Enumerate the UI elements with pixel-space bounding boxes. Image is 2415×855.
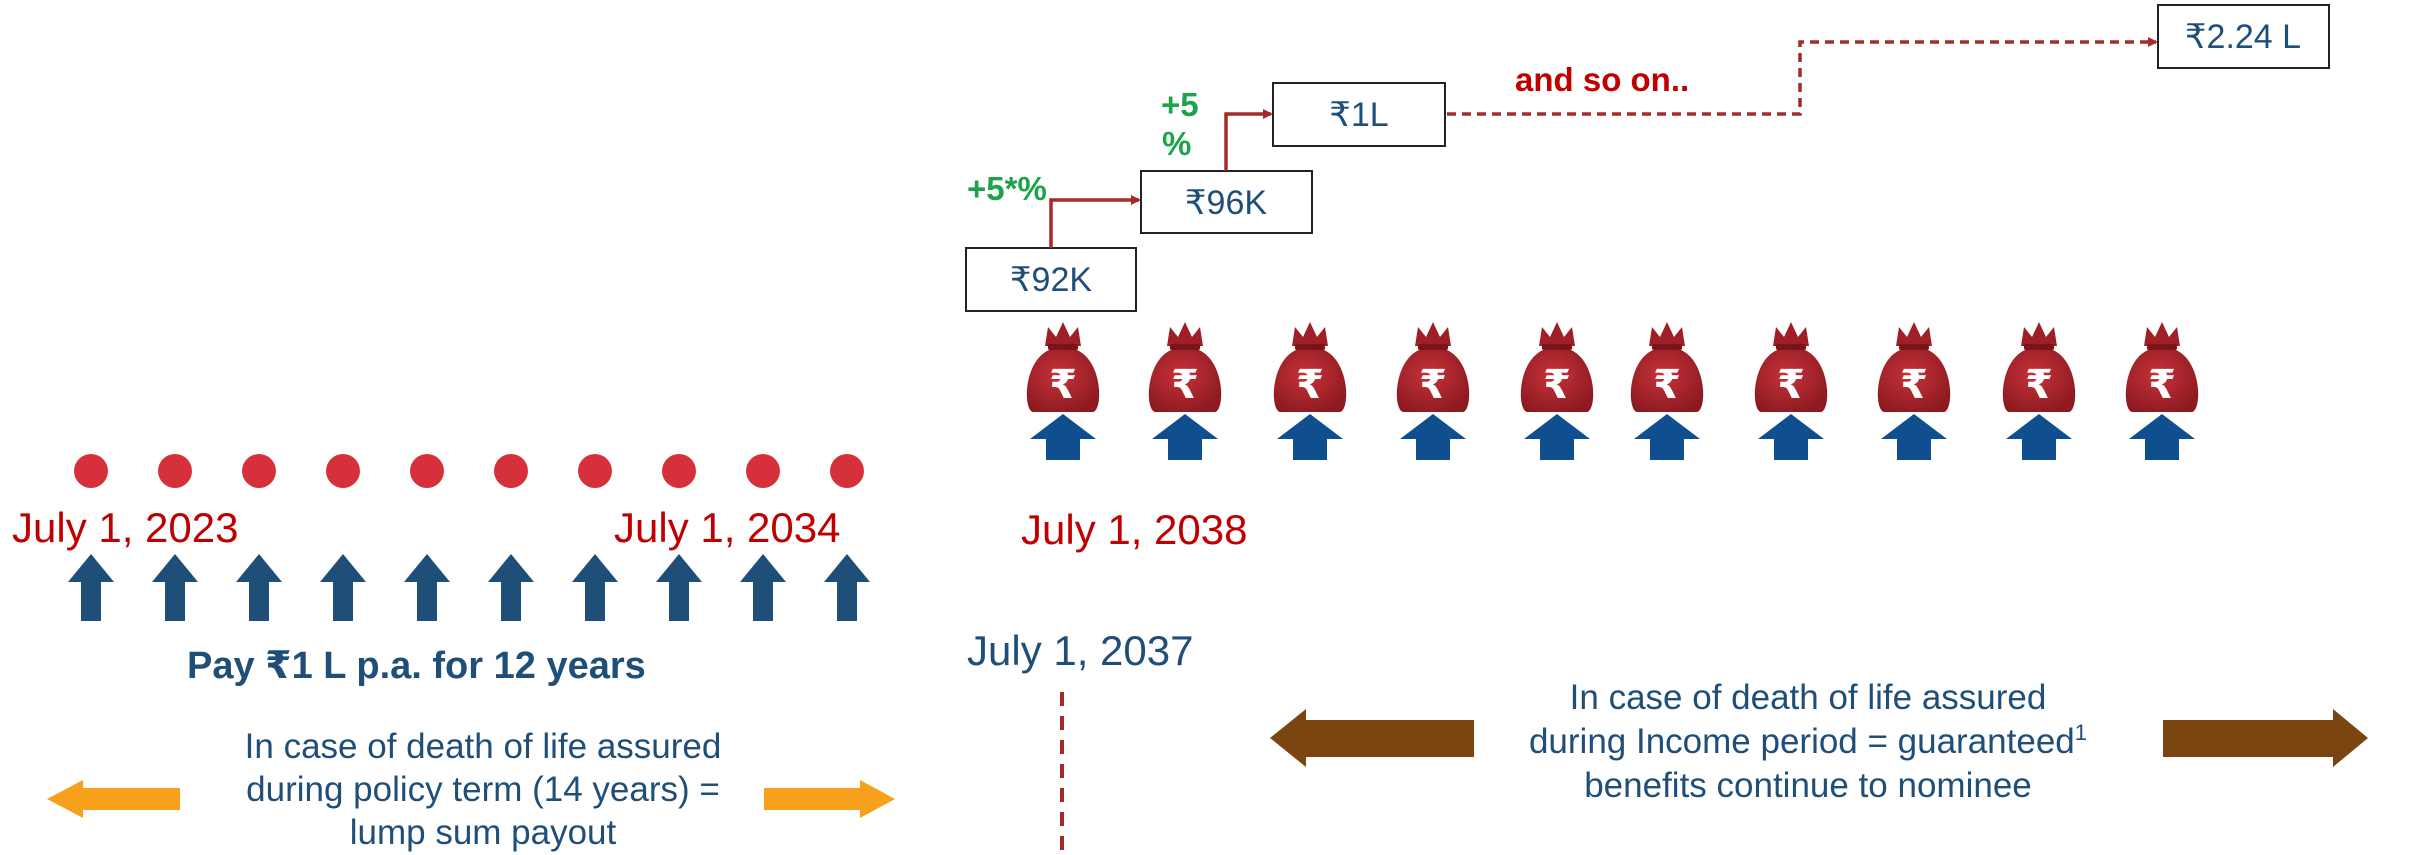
svg-text:₹2.24 L: ₹2.24 L	[2185, 18, 2301, 56]
premium-dot	[746, 454, 780, 488]
increment-label-2b: %	[1162, 125, 1191, 162]
left-note-line-1: In case of death of life assured	[245, 727, 722, 766]
payout-arrow-icon	[1277, 414, 1343, 460]
money-bag-icon: ₹	[2125, 322, 2199, 412]
right-note-line-2: during Income period = guaranteed1	[1529, 720, 2087, 761]
income-box-1: ₹92K	[965, 247, 1137, 312]
money-bag-icon: ₹	[1520, 322, 1594, 412]
payout-arrow-icon	[1524, 414, 1590, 460]
svg-text:₹96K: ₹96K	[1185, 184, 1267, 222]
premium-arrow-icon	[236, 554, 282, 621]
left-note-line-2: during policy term (14 years) =	[246, 770, 720, 809]
premium-dot	[578, 454, 612, 488]
premium-dot	[326, 454, 360, 488]
connector-dashed	[1447, 37, 2158, 116]
payout-arrow-icon	[2006, 414, 2072, 460]
svg-text:₹: ₹	[1653, 362, 1681, 408]
premium-dot	[410, 454, 444, 488]
connector-1	[1049, 195, 1141, 248]
premium-arrow-icon	[488, 554, 534, 621]
payout-bags: ₹ ₹ ₹ ₹ ₹ ₹ ₹ ₹ ₹ ₹	[1026, 322, 2199, 460]
income-box-final: ₹2.24 L	[2157, 4, 2330, 69]
increment-label-1: +5*%	[967, 170, 1047, 207]
payout-arrow-icon	[1634, 414, 1700, 460]
premium-arrow-icon	[404, 554, 450, 621]
premium-dot	[830, 454, 864, 488]
date-start: July 1, 2023	[12, 504, 239, 551]
premium-arrow-icon	[152, 554, 198, 621]
income-box-3: ₹1L	[1272, 82, 1446, 147]
premium-caption: Pay ₹1 L p.a. for 12 years	[187, 645, 646, 687]
payout-arrow-icon	[1030, 414, 1096, 460]
left-double-arrow-icon	[47, 780, 895, 818]
premium-dot	[494, 454, 528, 488]
premium-arrow-icon	[572, 554, 618, 621]
payout-arrow-icon	[1400, 414, 1466, 460]
premium-dot	[158, 454, 192, 488]
svg-text:₹: ₹	[1419, 362, 1447, 408]
svg-text:₹: ₹	[1049, 362, 1077, 408]
premium-arrow-icon	[656, 554, 702, 621]
premium-dot	[74, 454, 108, 488]
premium-arrows	[68, 554, 870, 621]
svg-text:₹1L: ₹1L	[1329, 96, 1388, 134]
premium-arrow-icon	[740, 554, 786, 621]
svg-text:₹: ₹	[1777, 362, 1805, 408]
increment-label-2: +5	[1161, 86, 1199, 123]
continuation-label: and so on..	[1515, 61, 1689, 98]
date-income-start: July 1, 2038	[1021, 506, 1248, 553]
right-note-line-3: benefits continue to nominee	[1584, 766, 2032, 805]
premium-arrow-icon	[68, 554, 114, 621]
payout-arrow-icon	[2129, 414, 2195, 460]
connector-2	[1224, 109, 1273, 171]
svg-text:₹: ₹	[1296, 362, 1324, 408]
payout-arrow-icon	[1881, 414, 1947, 460]
premium-arrow-icon	[824, 554, 870, 621]
svg-text:₹: ₹	[2025, 362, 2053, 408]
svg-text:₹: ₹	[1171, 362, 1199, 408]
payout-arrow-icon	[1758, 414, 1824, 460]
right-double-arrow-icon	[1270, 709, 2368, 767]
money-bag-icon: ₹	[1026, 322, 1100, 412]
svg-text:₹: ₹	[1900, 362, 1928, 408]
right-note-superscript: 1	[2075, 720, 2087, 745]
money-bag-icon: ₹	[2002, 322, 2076, 412]
money-bag-icon: ₹	[1877, 322, 1951, 412]
income-box-2: ₹96K	[1140, 170, 1313, 234]
svg-text:₹92K: ₹92K	[1010, 261, 1092, 299]
money-bag-icon: ₹	[1148, 322, 1222, 412]
premium-arrow-icon	[320, 554, 366, 621]
money-bag-icon: ₹	[1396, 322, 1470, 412]
premium-dot	[662, 454, 696, 488]
svg-text:₹: ₹	[2148, 362, 2176, 408]
svg-text:₹: ₹	[1543, 362, 1571, 408]
payout-arrow-icon	[1152, 414, 1218, 460]
date-policy-end: July 1, 2037	[967, 627, 1194, 674]
money-bag-icon: ₹	[1754, 322, 1828, 412]
money-bag-icon: ₹	[1273, 322, 1347, 412]
money-bag-icon: ₹	[1630, 322, 1704, 412]
right-note-line-1: In case of death of life assured	[1570, 678, 2047, 717]
premium-dots	[74, 454, 864, 488]
date-premium-end: July 1, 2034	[614, 504, 841, 551]
left-note-line-3: lump sum payout	[350, 813, 617, 852]
premium-dot	[242, 454, 276, 488]
